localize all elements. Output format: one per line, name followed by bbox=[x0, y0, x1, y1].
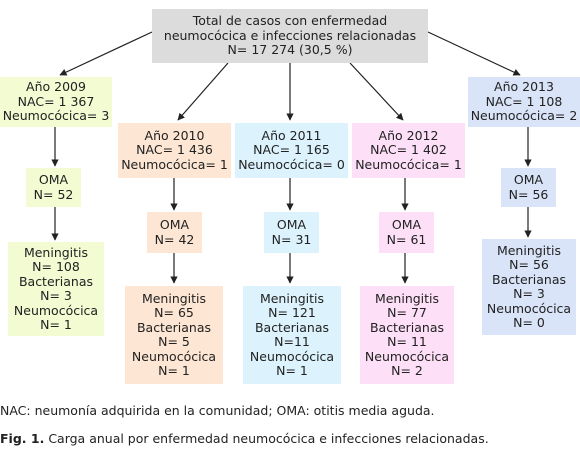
year-2010-neumo-n: N= 1 bbox=[158, 363, 190, 378]
year-2013-bact-n: N= 3 bbox=[513, 286, 545, 301]
year-2011-men-n: N= 121 bbox=[268, 305, 316, 320]
year-2011-oma-box: OMA N= 31 bbox=[264, 212, 319, 253]
year-2012-nac: NAC= 1 402 bbox=[370, 142, 447, 158]
year-2012-bact-n: N= 11 bbox=[387, 334, 427, 349]
year-2013-oma-box: OMA N= 56 bbox=[501, 168, 556, 207]
year-2009-neumo-label: Neumocócica bbox=[13, 302, 99, 318]
year-2009-oma-label: OMA bbox=[38, 172, 69, 187]
year-2013-bact-label: Bacterianas bbox=[491, 271, 567, 287]
year-2009-nac: NAC= 1 367 bbox=[17, 93, 95, 109]
abbreviations-footnote: NAC: neumonía adquirida en la comunidad;… bbox=[0, 403, 435, 418]
year-2012-oma-n: N= 61 bbox=[386, 231, 427, 247]
year-2010-neumo-label: Neumocócica bbox=[131, 348, 217, 364]
year-2011-bact-n: N=11 bbox=[274, 334, 310, 349]
year-2012-title: Año 2012 bbox=[378, 127, 439, 143]
year-2010-men-n: N= 65 bbox=[154, 305, 194, 320]
year-2010-men-label: Meningitis bbox=[141, 290, 207, 306]
year-2012-neumococica: Neumocócica= 1 bbox=[355, 156, 462, 172]
year-2011-meningitis-box: Meningitis N= 121 Bacterianas N=11 Neumo… bbox=[243, 286, 341, 384]
year-2009-oma-n: N= 52 bbox=[33, 186, 74, 202]
arrow-top-to-2009 bbox=[59, 31, 153, 76]
year-2011-oma-label: OMA bbox=[276, 217, 307, 232]
year-2009-meningitis-box: Meningitis N= 108 Bacterianas N= 3 Neumo… bbox=[8, 242, 104, 336]
year-2011-neumococica: Neumocócica= 0 bbox=[238, 156, 345, 172]
year-2012-oma-label: OMA bbox=[391, 217, 422, 232]
year-2009-bact-label: Bacterianas bbox=[18, 273, 94, 289]
year-2013-box: Año 2013 NAC= 1 108 Neumocócica= 2 bbox=[468, 77, 580, 127]
year-2012-meningitis-box: Meningitis N= 77 Bacterianas N= 11 Neumo… bbox=[360, 286, 454, 384]
year-2011-nac: NAC= 1 165 bbox=[253, 142, 330, 158]
year-2012-neumo-n: N= 2 bbox=[391, 363, 423, 378]
total-line-2: neumocócica e infecciones relacionadas bbox=[163, 27, 417, 43]
year-2010-oma-box: OMA N= 42 bbox=[147, 212, 202, 253]
year-2013-neumo-label: Neumocócica bbox=[486, 300, 572, 316]
year-2012-men-label: Meningitis bbox=[374, 290, 440, 306]
year-2011-bact-label: Bacterianas bbox=[254, 319, 330, 335]
year-2013-neumococica: Neumocócica= 2 bbox=[470, 108, 578, 124]
year-2009-box: Año 2009 NAC= 1 367 Neumocócica= 3 bbox=[0, 77, 112, 127]
year-2009-neumococica: Neumocócica= 3 bbox=[2, 108, 110, 124]
year-2010-nac: NAC= 1 436 bbox=[136, 142, 213, 158]
year-2010-neumococica: Neumocócica= 1 bbox=[121, 156, 228, 172]
arrow-top-to-2012 bbox=[349, 62, 404, 121]
year-2013-nac: NAC= 1 108 bbox=[485, 93, 563, 109]
year-2012-oma-box: OMA N= 61 bbox=[379, 212, 434, 253]
year-2011-title: Año 2011 bbox=[261, 127, 322, 143]
year-2013-men-n: N= 56 bbox=[509, 257, 549, 272]
year-2011-neumo-label: Neumocócica bbox=[249, 348, 335, 364]
year-2010-oma-n: N= 42 bbox=[154, 231, 195, 247]
total-line-3: N= 17 274 (30,5 %) bbox=[227, 42, 353, 58]
year-2009-bact-n: N= 3 bbox=[40, 288, 72, 303]
year-2011-men-label: Meningitis bbox=[259, 290, 325, 306]
year-2010-box: Año 2010 NAC= 1 436 Neumocócica= 1 bbox=[118, 123, 231, 178]
year-2009-men-label: Meningitis bbox=[23, 244, 89, 260]
year-2009-oma-box: OMA N= 52 bbox=[26, 168, 81, 207]
year-2012-neumo-label: Neumocócica bbox=[364, 348, 450, 364]
year-2010-meningitis-box: Meningitis N= 65 Bacterianas N= 5 Neumoc… bbox=[125, 286, 223, 384]
year-2013-oma-label: OMA bbox=[513, 172, 544, 187]
total-cases-box: Total de casos con enfermedad neumocócic… bbox=[152, 9, 428, 63]
year-2009-title: Año 2009 bbox=[26, 79, 86, 95]
arrow-top-to-2010 bbox=[177, 62, 229, 121]
figure-caption: Fig. 1. Carga anual por enfermedad neumo… bbox=[0, 431, 489, 446]
year-2012-men-n: N= 77 bbox=[387, 305, 427, 320]
year-2013-men-label: Meningitis bbox=[496, 242, 562, 258]
year-2012-bact-label: Bacterianas bbox=[369, 319, 445, 335]
year-2011-neumo-n: N= 1 bbox=[276, 363, 308, 378]
year-2010-title: Año 2010 bbox=[144, 127, 205, 143]
figure-label: Fig. 1. bbox=[0, 431, 45, 446]
year-2009-neumo-n: N= 1 bbox=[40, 317, 72, 332]
year-2009-men-n: N= 108 bbox=[32, 259, 80, 274]
figure-caption-text: Carga anual por enfermedad neumocócica e… bbox=[48, 431, 489, 446]
year-2011-oma-n: N= 31 bbox=[271, 231, 312, 247]
year-2010-bact-n: N= 5 bbox=[158, 334, 190, 349]
year-2013-title: Año 2013 bbox=[494, 79, 554, 95]
total-line-1: Total de casos con enfermedad bbox=[192, 13, 388, 29]
year-2012-box: Año 2012 NAC= 1 402 Neumocócica= 1 bbox=[352, 123, 465, 178]
year-2010-oma-label: OMA bbox=[159, 217, 190, 232]
year-2013-neumo-n: N= 0 bbox=[513, 315, 545, 330]
arrow-top-to-2013 bbox=[427, 31, 521, 76]
year-2010-bact-label: Bacterianas bbox=[136, 319, 212, 335]
year-2013-meningitis-box: Meningitis N= 56 Bacterianas N= 3 Neumoc… bbox=[482, 239, 576, 335]
year-2013-oma-n: N= 56 bbox=[508, 186, 549, 202]
year-2011-box: Año 2011 NAC= 1 165 Neumocócica= 0 bbox=[235, 123, 348, 178]
